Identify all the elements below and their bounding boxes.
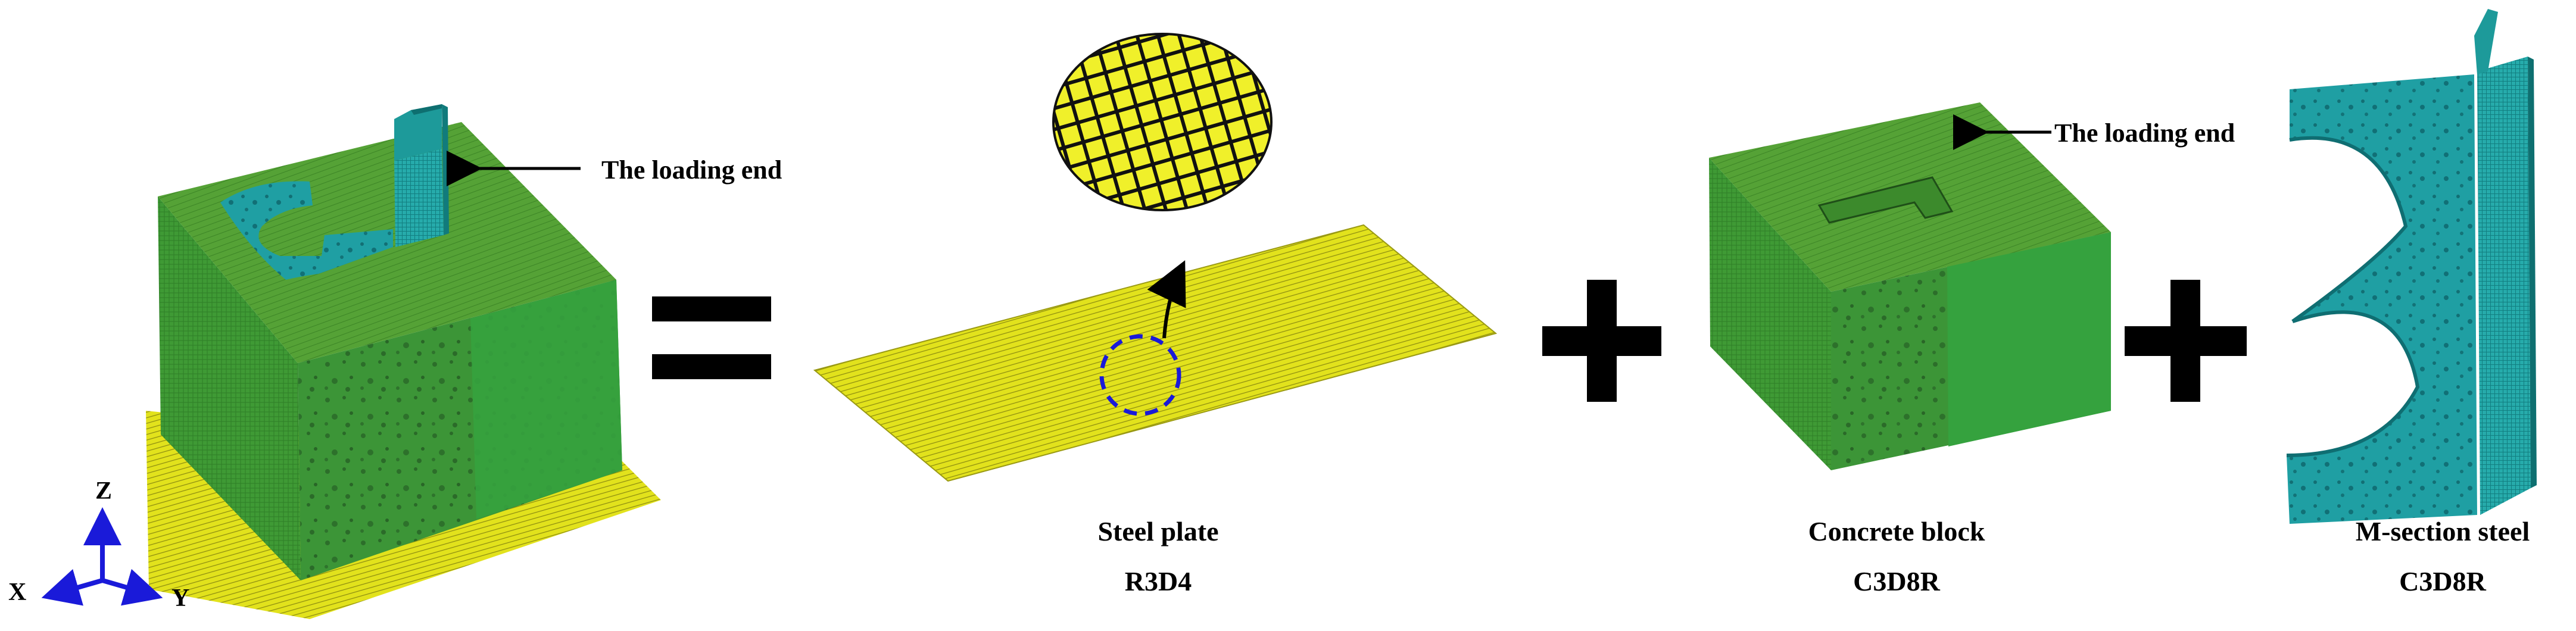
m-section-flange-edge bbox=[2286, 136, 2420, 457]
assembled-block-left-face bbox=[158, 196, 301, 580]
m-section-web-side bbox=[2528, 57, 2537, 488]
concrete-front-right-band bbox=[1947, 232, 2111, 446]
y-axis bbox=[101, 568, 163, 606]
assembled-section-web-front bbox=[394, 149, 444, 247]
x-axis-label: X bbox=[8, 579, 26, 606]
assembled-section-web-top bbox=[411, 104, 442, 115]
m-section-flange bbox=[2287, 74, 2477, 524]
concrete-block-element-type: C3D8R bbox=[1853, 566, 1940, 596]
loading-end-label-left: The loading end bbox=[601, 155, 782, 185]
z-axis-label: Z bbox=[95, 477, 112, 505]
coordinate-axes: Z X Y bbox=[8, 477, 189, 612]
m-section-label: M-section steel bbox=[2356, 516, 2530, 546]
dashed-detail-circle bbox=[1099, 334, 1181, 416]
detail-callout-arrow bbox=[1147, 260, 1186, 339]
assembled-section-flange-top bbox=[220, 181, 393, 280]
magnified-mesh-circle bbox=[1052, 33, 1273, 211]
concrete-left-face bbox=[1709, 158, 1831, 470]
steel-plate-part bbox=[813, 33, 1498, 482]
steel-plate-mesh bbox=[813, 224, 1498, 482]
x-axis bbox=[41, 568, 104, 606]
m-section-web-front bbox=[2477, 57, 2531, 515]
concrete-block-part bbox=[1709, 102, 2111, 470]
y-axis-label: Y bbox=[171, 585, 189, 612]
steel-plate-element-type: R3D4 bbox=[1125, 566, 1192, 596]
equals-sign bbox=[652, 296, 771, 379]
concrete-block-label: Concrete block bbox=[1808, 516, 1985, 546]
assembled-model bbox=[146, 104, 661, 619]
assembled-section-web-side bbox=[394, 104, 442, 161]
plus-sign-1 bbox=[1542, 280, 1661, 402]
steel-plate-label: Steel plate bbox=[1097, 516, 1218, 546]
loading-end-label-right: The loading end bbox=[2054, 118, 2235, 148]
m-section-element-type: C3D8R bbox=[2399, 566, 2486, 596]
assembled-block-front-right-band bbox=[470, 280, 622, 519]
concrete-t-slot bbox=[1817, 176, 1954, 224]
m-section-steel-part bbox=[2286, 9, 2537, 524]
assembled-section-web-edge bbox=[442, 104, 449, 235]
plus-sign-2 bbox=[2125, 280, 2247, 402]
m-section-web-top-lip bbox=[2474, 9, 2498, 74]
